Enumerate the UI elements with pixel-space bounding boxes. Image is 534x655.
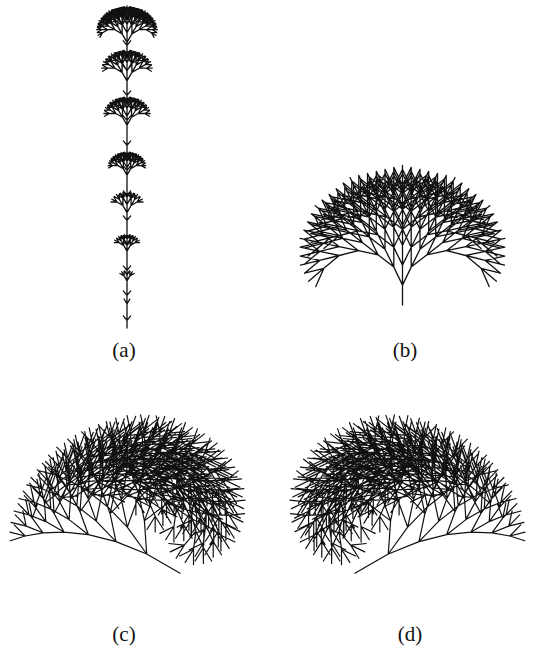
panel-label: (b) — [393, 338, 418, 363]
tree-c — [10, 415, 245, 573]
panel-label: (d) — [398, 622, 423, 647]
tree-d — [290, 415, 525, 573]
panel-label: (c) — [112, 622, 135, 647]
tree-b — [300, 165, 505, 305]
panel-label: (a) — [112, 338, 135, 363]
tree-a — [97, 6, 158, 328]
